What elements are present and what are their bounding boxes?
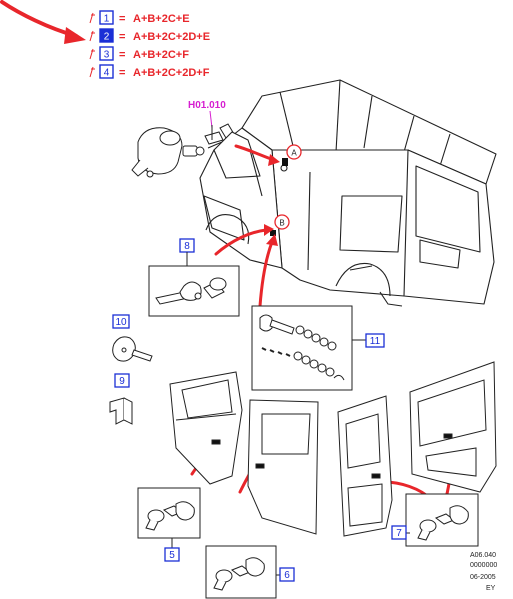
front-door-illustration — [169, 371, 243, 485]
variant-formula: A+B+2C+2D+F — [133, 67, 210, 79]
equals-sign: = — [119, 31, 125, 43]
variant-formula: A+B+2C+E — [133, 13, 190, 25]
variant-badge-selected — [99, 28, 114, 43]
variant-list: 1 = A+B+2C+E 2 = A+B+2C+2D+E 3 = A+B+2C+… — [89, 10, 210, 79]
part-9-bracket-illustration — [109, 397, 133, 425]
lightning-icon — [89, 66, 95, 78]
rear-door-right-illustration — [409, 361, 497, 493]
variant-number: 2 — [104, 32, 110, 43]
location-marker-b[interactable]: B — [274, 214, 290, 230]
part-6-callout[interactable]: 6 — [276, 567, 295, 582]
variant-row-1[interactable]: 1 = A+B+2C+E — [89, 10, 190, 25]
svg-text:11: 11 — [370, 336, 381, 347]
svg-text:6: 6 — [284, 570, 290, 581]
arrow-b-left-icon — [214, 228, 268, 256]
svg-text:8: 8 — [184, 241, 190, 252]
part-10-callout[interactable]: 10 — [112, 314, 130, 329]
variant-badge — [99, 46, 114, 61]
footer-reference: A06.040 0000000 06-2005 EY — [470, 552, 497, 592]
svg-text:A: A — [291, 149, 297, 158]
svg-text:B: B — [279, 219, 284, 228]
location-marker-a[interactable]: A — [286, 144, 302, 160]
part-6-illustration — [205, 545, 277, 599]
part-9-callout[interactable]: 9 — [114, 373, 130, 388]
svg-text:7: 7 — [396, 528, 402, 539]
part-11-illustration — [251, 305, 353, 391]
equals-sign: = — [119, 13, 125, 25]
variant-badge — [99, 10, 114, 25]
svg-text:10: 10 — [115, 317, 127, 328]
part-8-illustration — [148, 265, 240, 317]
variant-row-3[interactable]: 3 = A+B+2C+F — [89, 46, 189, 61]
rear-door-left-illustration — [337, 395, 393, 537]
variant-formula: A+B+2C+F — [133, 49, 189, 61]
part-10-key-illustration — [112, 336, 153, 362]
footer-line-1: A06.040 — [470, 552, 496, 559]
van-illustration — [199, 79, 497, 307]
arrow-b-down-icon — [258, 240, 274, 308]
part-5-illustration — [137, 487, 201, 539]
footer-line-4: EY — [486, 585, 496, 592]
footer-line-2: 0000000 — [470, 562, 497, 569]
pointer-arrow-icon — [0, 0, 86, 44]
lightning-icon — [89, 48, 95, 60]
equals-sign: = — [119, 49, 125, 61]
svg-text:9: 9 — [119, 376, 125, 387]
svg-text:5: 5 — [169, 550, 175, 561]
variant-number: 1 — [104, 14, 110, 25]
lock-position-marks — [270, 158, 288, 236]
part-7-illustration — [405, 493, 479, 547]
variant-badge — [99, 64, 114, 79]
reference-label[interactable]: H01.010 — [188, 100, 226, 111]
sliding-door-illustration — [247, 399, 319, 535]
part-5-callout[interactable]: 5 — [164, 538, 180, 562]
variant-row-2[interactable]: 2 = A+B+2C+2D+E — [89, 28, 210, 43]
lightning-icon — [89, 12, 95, 24]
part-7-callout[interactable]: 7 — [391, 525, 410, 540]
variant-formula: A+B+2C+2D+E — [133, 31, 210, 43]
variant-number: 4 — [104, 68, 110, 79]
equals-sign: = — [119, 67, 125, 79]
footer-line-3: 06-2005 — [470, 574, 496, 581]
part-11-callout[interactable]: 11 — [352, 333, 385, 348]
lightning-icon — [89, 30, 95, 42]
variant-row-4[interactable]: 4 = A+B+2C+2D+F — [89, 64, 210, 79]
part-8-callout[interactable]: 8 — [179, 238, 195, 266]
variant-number: 3 — [104, 50, 110, 61]
